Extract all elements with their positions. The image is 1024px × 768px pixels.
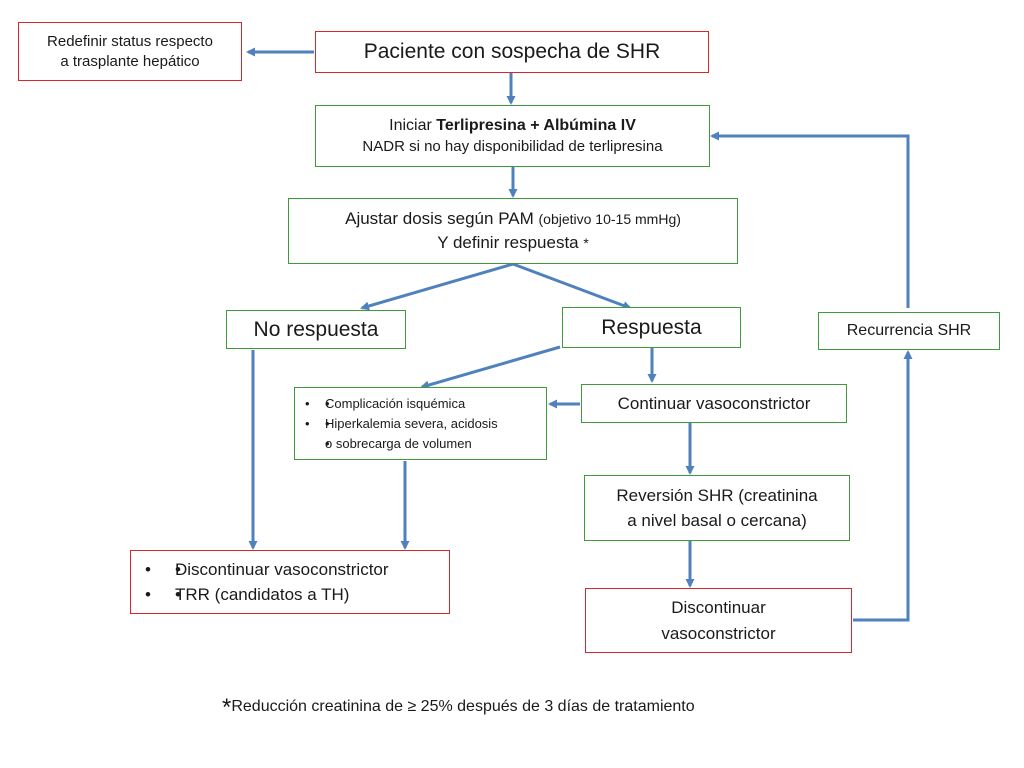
response-box: Respuesta: [562, 307, 741, 348]
patient-suspected-hrs-text: Paciente con sospecha de SHR: [363, 40, 661, 63]
redefine-status-line1: Redefinir status respecto: [47, 32, 213, 50]
adjust-dose-line1: Ajustar dosis según PAM (objetivo 10-15 …: [345, 207, 681, 231]
complications-list: •Complicación isquémica •Hiperkalemia se…: [295, 394, 498, 454]
redefine-status-line2: a trasplante hepático: [60, 52, 200, 70]
arrow-recurrence-to-start: [710, 131, 910, 308]
footnote: *Reducción creatinina de ≥ 25% después d…: [222, 694, 695, 722]
continue-vasoconstrictor-box: Continuar vasoconstrictor: [581, 384, 847, 423]
discontinue-left-box: •Discontinuar vasoconstrictor •TRR (cand…: [130, 550, 450, 614]
complication-item-volume-overload: o sobrecarga de volumen: [325, 434, 498, 454]
discontinue-left-list: •Discontinuar vasoconstrictor •TRR (cand…: [131, 557, 389, 607]
footnote-text: Reducción creatinina de ≥ 25% después de…: [231, 698, 695, 715]
start-treatment-box: Iniciar Terlipresina + Albúmina IV NADR …: [315, 105, 710, 167]
redefine-status-box: Redefinir status respecto a trasplante h…: [18, 22, 242, 81]
arrow-adjust-to-response: [512, 262, 632, 310]
start-treatment-prefix: Iniciar: [389, 117, 437, 134]
discontinue-right-line1: Discontinuar: [671, 597, 766, 617]
complication-item-ischemic: •Complicación isquémica: [305, 394, 498, 414]
recurrence-hrs-text: Recurrencia SHR: [846, 322, 972, 339]
adjust-dose-line2: Y definir respuesta *: [437, 231, 589, 255]
recurrence-hrs-box: Recurrencia SHR: [818, 312, 1000, 350]
hrs-reversal-box: Reversión SHR (creatinina a nivel basal …: [584, 475, 850, 541]
complication-item-hyperkalemia: •Hiperkalemia severa, acidosis: [305, 414, 498, 434]
start-treatment-line2: NADR si no hay disponibilidad de terlipr…: [362, 138, 663, 155]
arrow-response-to-complications: [420, 345, 561, 390]
discontinue-right-box: Discontinuar vasoconstrictor: [585, 588, 852, 653]
discontinue-vasoconstrictor-item: •Discontinuar vasoconstrictor: [145, 557, 389, 582]
footnote-asterisk: *: [222, 694, 232, 721]
adjust-dose-main: Ajustar dosis según PAM: [345, 209, 539, 228]
patient-suspected-hrs-box: Paciente con sospecha de SHR: [315, 31, 709, 73]
define-response-asterisk: *: [583, 235, 589, 251]
no-response-text: No respuesta: [253, 317, 379, 341]
rrt-candidates-item: •TRR (candidatos a TH): [145, 582, 389, 607]
arrow-discontinue-to-recurrence: [853, 350, 913, 622]
discontinue-right-line2: vasoconstrictor: [661, 623, 776, 643]
response-text: Respuesta: [601, 315, 702, 339]
hrs-reversal-line2: a nivel basal o cercana): [627, 511, 807, 530]
no-response-box: No respuesta: [226, 310, 406, 349]
hrs-reversal-line1: Reversión SHR (creatinina: [616, 486, 818, 505]
define-response-text: Y definir respuesta: [437, 233, 584, 252]
start-treatment-drugs: Terlipresina + Albúmina IV: [436, 117, 636, 134]
continue-vasoconstrictor-text: Continuar vasoconstrictor: [617, 393, 811, 413]
complications-box: •Complicación isquémica •Hiperkalemia se…: [294, 387, 547, 460]
adjust-dose-objective: (objetivo 10-15 mmHg): [538, 211, 681, 227]
arrow-adjust-to-no-response: [360, 262, 514, 311]
start-treatment-line1: Iniciar Terlipresina + Albúmina IV: [389, 115, 636, 136]
adjust-dose-box: Ajustar dosis según PAM (objetivo 10-15 …: [288, 198, 738, 264]
